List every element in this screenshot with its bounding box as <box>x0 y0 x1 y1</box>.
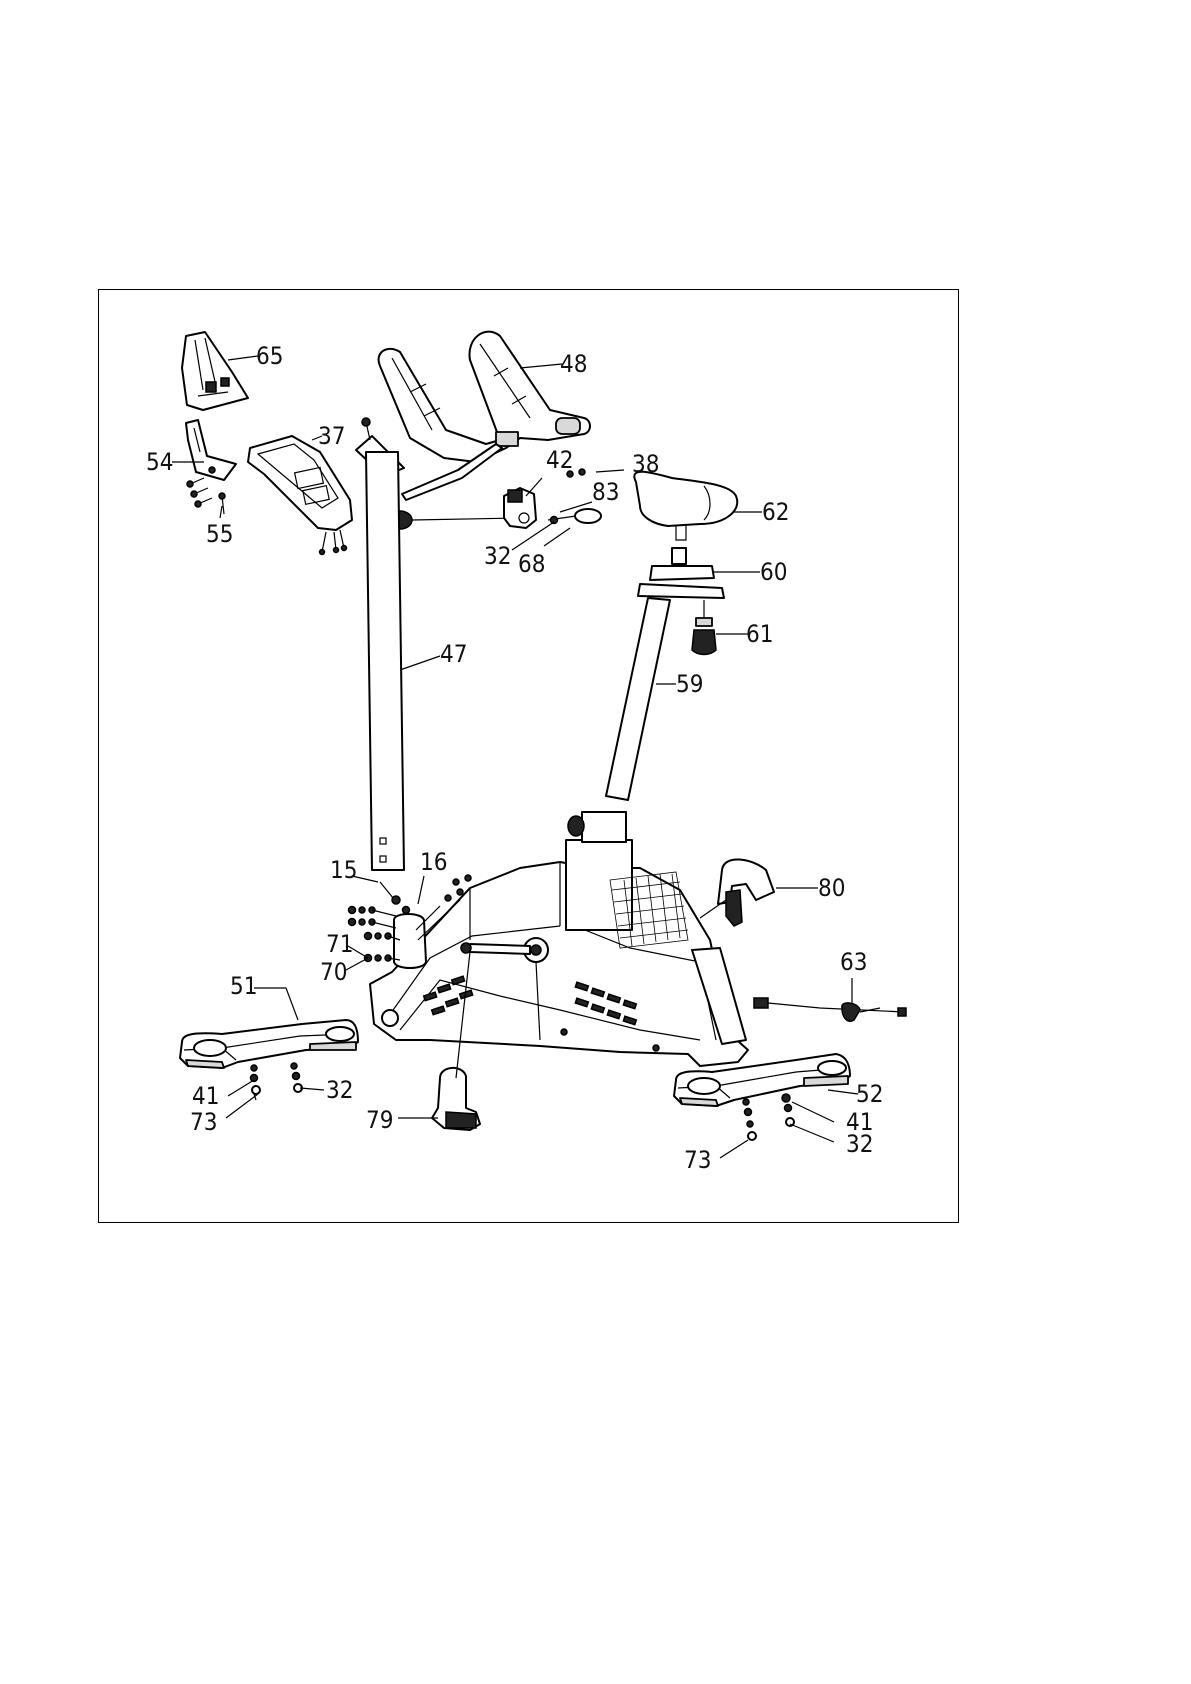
callout-59: 59 <box>676 670 703 698</box>
part-15-bolt <box>380 882 410 914</box>
callout-42: 42 <box>546 446 573 474</box>
part-47-front-post <box>366 452 404 870</box>
callout-41-front: 41 <box>192 1082 219 1110</box>
part-37-console <box>248 436 352 555</box>
callout-52: 52 <box>856 1080 883 1108</box>
part-65-bracket <box>182 332 248 410</box>
callout-32-rear: 32 <box>846 1130 873 1158</box>
callout-48: 48 <box>560 350 587 378</box>
part-55-screws <box>187 478 225 514</box>
callout-16: 16 <box>420 848 447 876</box>
callout-80: 80 <box>818 874 845 902</box>
callout-68: 68 <box>518 550 545 578</box>
callout-32-front: 32 <box>326 1076 353 1104</box>
part-48-handlebar <box>379 332 590 500</box>
callout-55: 55 <box>206 520 233 548</box>
callout-51: 51 <box>230 972 257 1000</box>
callout-54: 54 <box>146 448 173 476</box>
callout-61: 61 <box>746 620 773 648</box>
callout-60: 60 <box>760 558 787 586</box>
callout-73-rear: 73 <box>684 1146 711 1174</box>
callout-62: 62 <box>762 498 789 526</box>
callout-63: 63 <box>840 948 867 976</box>
part-62-saddle <box>634 472 737 540</box>
part-80-right-pedal <box>700 859 774 926</box>
callout-73-front: 73 <box>190 1108 217 1136</box>
part-71-bolts <box>349 907 401 941</box>
callout-38: 38 <box>632 450 659 478</box>
callout-65: 65 <box>256 342 283 370</box>
callout-70: 70 <box>320 958 347 986</box>
part-54-mounting-plate <box>186 420 236 480</box>
callout-71: 71 <box>326 930 353 958</box>
part-51-front-stabilizer <box>180 1020 358 1068</box>
part-60-seat-slider <box>638 548 724 598</box>
part-59-seat-post <box>606 598 670 800</box>
callout-83: 83 <box>592 478 619 506</box>
callout-47: 47 <box>440 640 467 668</box>
part-42-adjuster-block <box>504 488 536 528</box>
part-61-adjust-knob <box>692 600 716 655</box>
callout-37: 37 <box>318 422 345 450</box>
callout-32-top: 32 <box>484 542 511 570</box>
callout-79: 79 <box>366 1106 393 1134</box>
rear-stabilizer-fasteners <box>743 1094 794 1140</box>
callout-15: 15 <box>330 856 357 884</box>
part-63-power-cord <box>754 998 906 1021</box>
